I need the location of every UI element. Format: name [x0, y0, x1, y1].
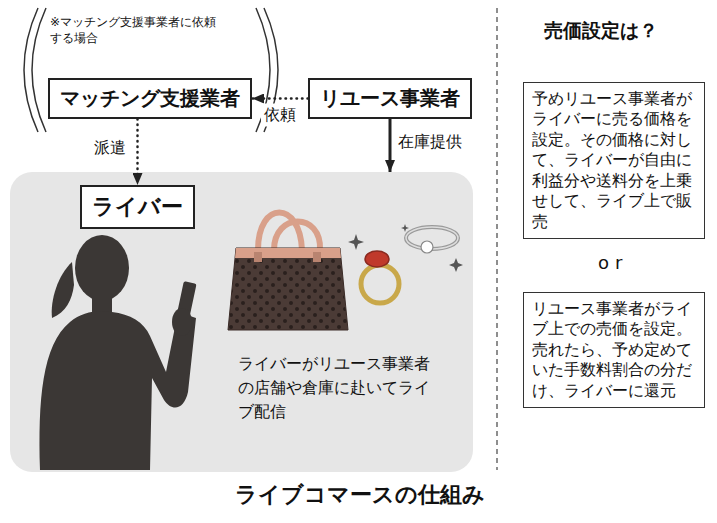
caption: ライブコマースの仕組み	[190, 480, 530, 510]
scene-ground	[10, 172, 473, 472]
person-silhouette	[40, 235, 197, 470]
node-text: マッチング支援業者	[60, 85, 240, 112]
scene-area: ライバーがリユース事業者の店舗や倉庫に赴いてライブ配信 ライバー	[10, 172, 473, 472]
edge-label: 派遣	[91, 137, 129, 160]
conjunction: or	[598, 252, 628, 273]
arrow	[389, 119, 392, 172]
edge-label: 在庫提供	[395, 130, 465, 153]
note-text: ※マッチング支援事業者に依頼する場合	[50, 14, 218, 46]
node-text: 予めリユース事業者がライバーに売る価格を設定。その価格に対して、ライバーが自由に…	[532, 89, 696, 232]
edge-label: 依頼	[261, 103, 299, 126]
node-text: リユース事業者がライブ上での売価を設定。売れたら、予め定めていた手数料割合の分だ…	[532, 299, 696, 401]
process-box: リユース事業者	[308, 78, 472, 119]
separator	[496, 8, 497, 470]
handbag	[228, 213, 348, 331]
note-box: 予めリユース事業者がライバーに売る価格を設定。その価格に対して、ライバーが自由に…	[523, 82, 705, 239]
process-box: ライバー	[80, 185, 195, 229]
note-box: リユース事業者がライブ上での売価を設定。売れたら、予め定めていた手数料割合の分だ…	[523, 292, 705, 408]
node-text: リユース事業者	[320, 85, 460, 112]
node-text: ライバーがリユース事業者の店舗や倉庫に赴いてライブ配信	[238, 352, 438, 424]
section-heading: 売価設定は？	[544, 18, 658, 44]
process-box: マッチング支援業者	[48, 78, 252, 119]
sparkle	[348, 224, 463, 272]
node-text: ライバー	[92, 192, 183, 222]
rings	[361, 227, 458, 303]
arrow	[252, 97, 308, 100]
arrow	[136, 119, 139, 185]
bracket	[24, 8, 278, 132]
